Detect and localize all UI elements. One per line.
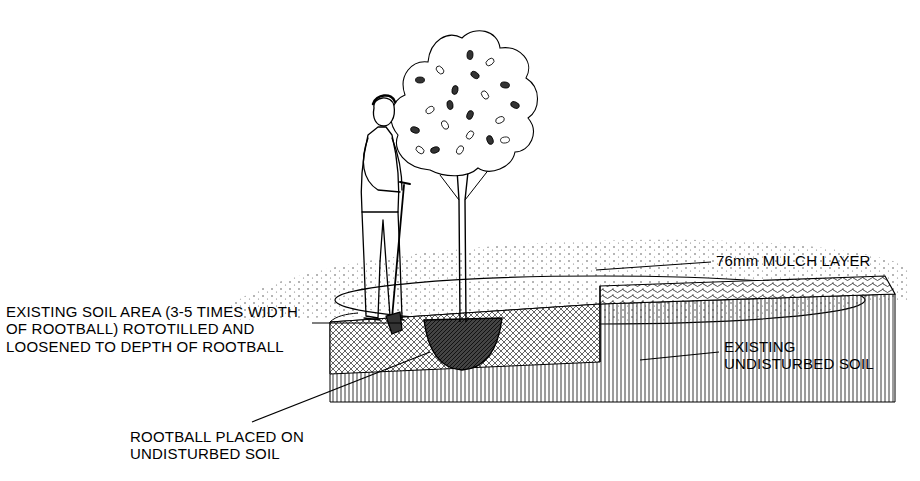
leader-line (252, 352, 430, 422)
rootball (424, 318, 502, 370)
man-with-shovel (373, 98, 394, 126)
leaf-marks (410, 50, 520, 155)
leaf-mark (416, 77, 425, 83)
leaf-mark (415, 145, 426, 155)
leader-lines (252, 262, 719, 422)
leaf-mark (500, 81, 510, 88)
man-with-shovel (373, 95, 395, 104)
soil-label: EXISTING UNDISTURBED SOIL (724, 338, 874, 373)
leaf-mark (435, 65, 446, 76)
leaf-mark (495, 115, 506, 124)
leaf-mark (485, 57, 496, 67)
leader-line (312, 322, 402, 323)
soil-section (330, 294, 895, 402)
leaf-mark (430, 146, 440, 154)
rootball-label: ROOTBALL PLACED ON UNDISTURBED SOIL (130, 428, 365, 463)
leaf-mark (486, 135, 495, 145)
soil-section (330, 304, 600, 374)
man-with-shovel (392, 185, 404, 318)
rootball (424, 318, 502, 370)
mulch-label: 76mm MULCH LAYER (716, 252, 912, 269)
soil-section (600, 276, 895, 304)
leaf-mark (451, 85, 459, 95)
leaf-mark (446, 100, 454, 110)
soil-section (330, 313, 358, 322)
man-with-shovel (400, 182, 410, 184)
leader-line (640, 352, 719, 360)
soil-section (599, 286, 600, 362)
leaf-mark (480, 90, 490, 101)
leaf-mark (466, 110, 475, 121)
leaf-mark (410, 126, 420, 134)
leaf-mark (440, 120, 449, 131)
soil-section (600, 276, 895, 304)
soil-section (330, 304, 600, 374)
leaf-mark (455, 145, 465, 156)
tree (391, 31, 537, 322)
tree (391, 31, 537, 176)
leaf-mark (425, 105, 436, 115)
tree (457, 170, 468, 322)
man-with-shovel (361, 95, 410, 334)
loosened-soil-label: EXISTING SOIL AREA (3-5 TIMES WIDTH OF R… (6, 303, 306, 355)
leader-line (596, 262, 711, 270)
leaf-mark (465, 130, 475, 141)
leaf-mark (510, 100, 521, 109)
leaf-mark (500, 136, 510, 143)
leaf-mark (467, 50, 474, 59)
soil-section (330, 276, 895, 402)
leaf-mark (470, 70, 481, 80)
